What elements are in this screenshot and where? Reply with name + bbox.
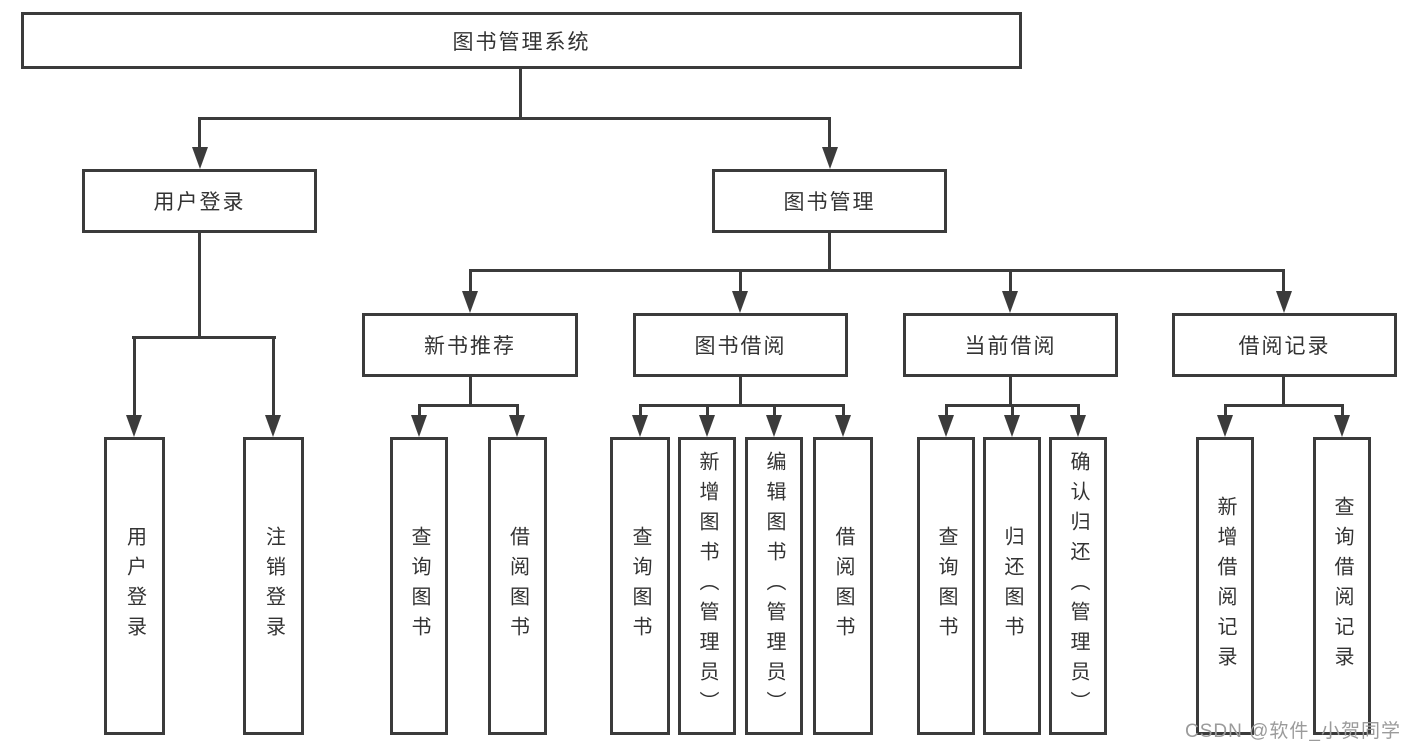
connector-line xyxy=(1282,377,1285,407)
connector-line xyxy=(469,377,472,407)
leaf-query-books-current: 查询图书 xyxy=(917,437,975,735)
arrow-down-icon xyxy=(1004,415,1020,437)
connector-line xyxy=(828,117,831,148)
connector-line xyxy=(945,404,948,416)
arrow-down-icon xyxy=(462,291,478,313)
leaf-add-books-admin: 新增图书（管理员） xyxy=(678,437,736,735)
connector-line xyxy=(132,336,276,339)
leaf-borrow-books-recommend: 借阅图书 xyxy=(488,437,547,735)
arrow-down-icon xyxy=(732,291,748,313)
node-borrowing-records: 借阅记录 xyxy=(1172,313,1397,377)
connector-line xyxy=(1282,269,1285,293)
leaf-query-books-recommend: 查询图书 xyxy=(390,437,448,735)
connector-line xyxy=(469,269,1285,272)
arrow-down-icon xyxy=(411,415,427,437)
connector-line xyxy=(1077,404,1080,416)
arrow-down-icon xyxy=(1334,415,1350,437)
leaf-query-books-borrow: 查询图书 xyxy=(610,437,670,735)
connector-line xyxy=(706,404,709,416)
connector-line xyxy=(469,269,472,293)
arrow-down-icon xyxy=(1217,415,1233,437)
arrow-down-icon xyxy=(632,415,648,437)
leaf-add-borrow-record: 新增借阅记录 xyxy=(1196,437,1254,735)
leaf-borrow-books: 借阅图书 xyxy=(813,437,873,735)
arrow-down-icon xyxy=(1276,291,1292,313)
connector-line xyxy=(198,233,201,338)
arrow-down-icon xyxy=(1070,415,1086,437)
connector-line xyxy=(198,117,831,120)
watermark: CSDN @软件_小贺同学 xyxy=(1185,721,1401,742)
connector-line xyxy=(1341,404,1344,416)
leaf-logout: 注销登录 xyxy=(243,437,304,735)
connector-line xyxy=(272,336,275,416)
arrow-down-icon xyxy=(835,415,851,437)
connector-line xyxy=(842,404,845,416)
leaf-return-books: 归还图书 xyxy=(983,437,1041,735)
connector-line xyxy=(418,404,421,416)
connector-line xyxy=(418,404,519,407)
node-new-book-recommend: 新书推荐 xyxy=(362,313,578,377)
connector-line xyxy=(133,336,136,416)
connector-line xyxy=(639,404,642,416)
connector-line xyxy=(519,68,522,118)
connector-line xyxy=(516,404,519,416)
node-book-borrowing: 图书借阅 xyxy=(633,313,848,377)
arrow-down-icon xyxy=(265,415,281,437)
arrow-down-icon xyxy=(509,415,525,437)
connector-line xyxy=(198,117,201,148)
connector-line xyxy=(1009,269,1012,293)
leaf-edit-books-admin: 编辑图书（管理员） xyxy=(745,437,803,735)
connector-line xyxy=(773,404,776,416)
node-current-borrowing: 当前借阅 xyxy=(903,313,1118,377)
connector-line xyxy=(739,377,742,407)
connector-line xyxy=(828,233,831,272)
arrow-down-icon xyxy=(938,415,954,437)
node-library-management-system: 图书管理系统 xyxy=(21,12,1022,69)
leaf-user-login: 用户登录 xyxy=(104,437,165,735)
connector-line xyxy=(1224,404,1227,416)
node-book-management: 图书管理 xyxy=(712,169,947,233)
node-user-login: 用户登录 xyxy=(82,169,317,233)
arrow-down-icon xyxy=(766,415,782,437)
arrow-down-icon xyxy=(1002,291,1018,313)
arrow-down-icon xyxy=(126,415,142,437)
connector-line xyxy=(639,404,845,407)
connector-line xyxy=(1011,404,1014,416)
leaf-query-borrow-record: 查询借阅记录 xyxy=(1313,437,1371,735)
arrow-down-icon xyxy=(699,415,715,437)
connector-line xyxy=(739,269,742,293)
connector-line xyxy=(1009,377,1012,407)
leaf-confirm-return-admin: 确认归还（管理员） xyxy=(1049,437,1107,735)
arrow-down-icon xyxy=(822,147,838,169)
arrow-down-icon xyxy=(192,147,208,169)
connector-line xyxy=(1224,404,1344,407)
